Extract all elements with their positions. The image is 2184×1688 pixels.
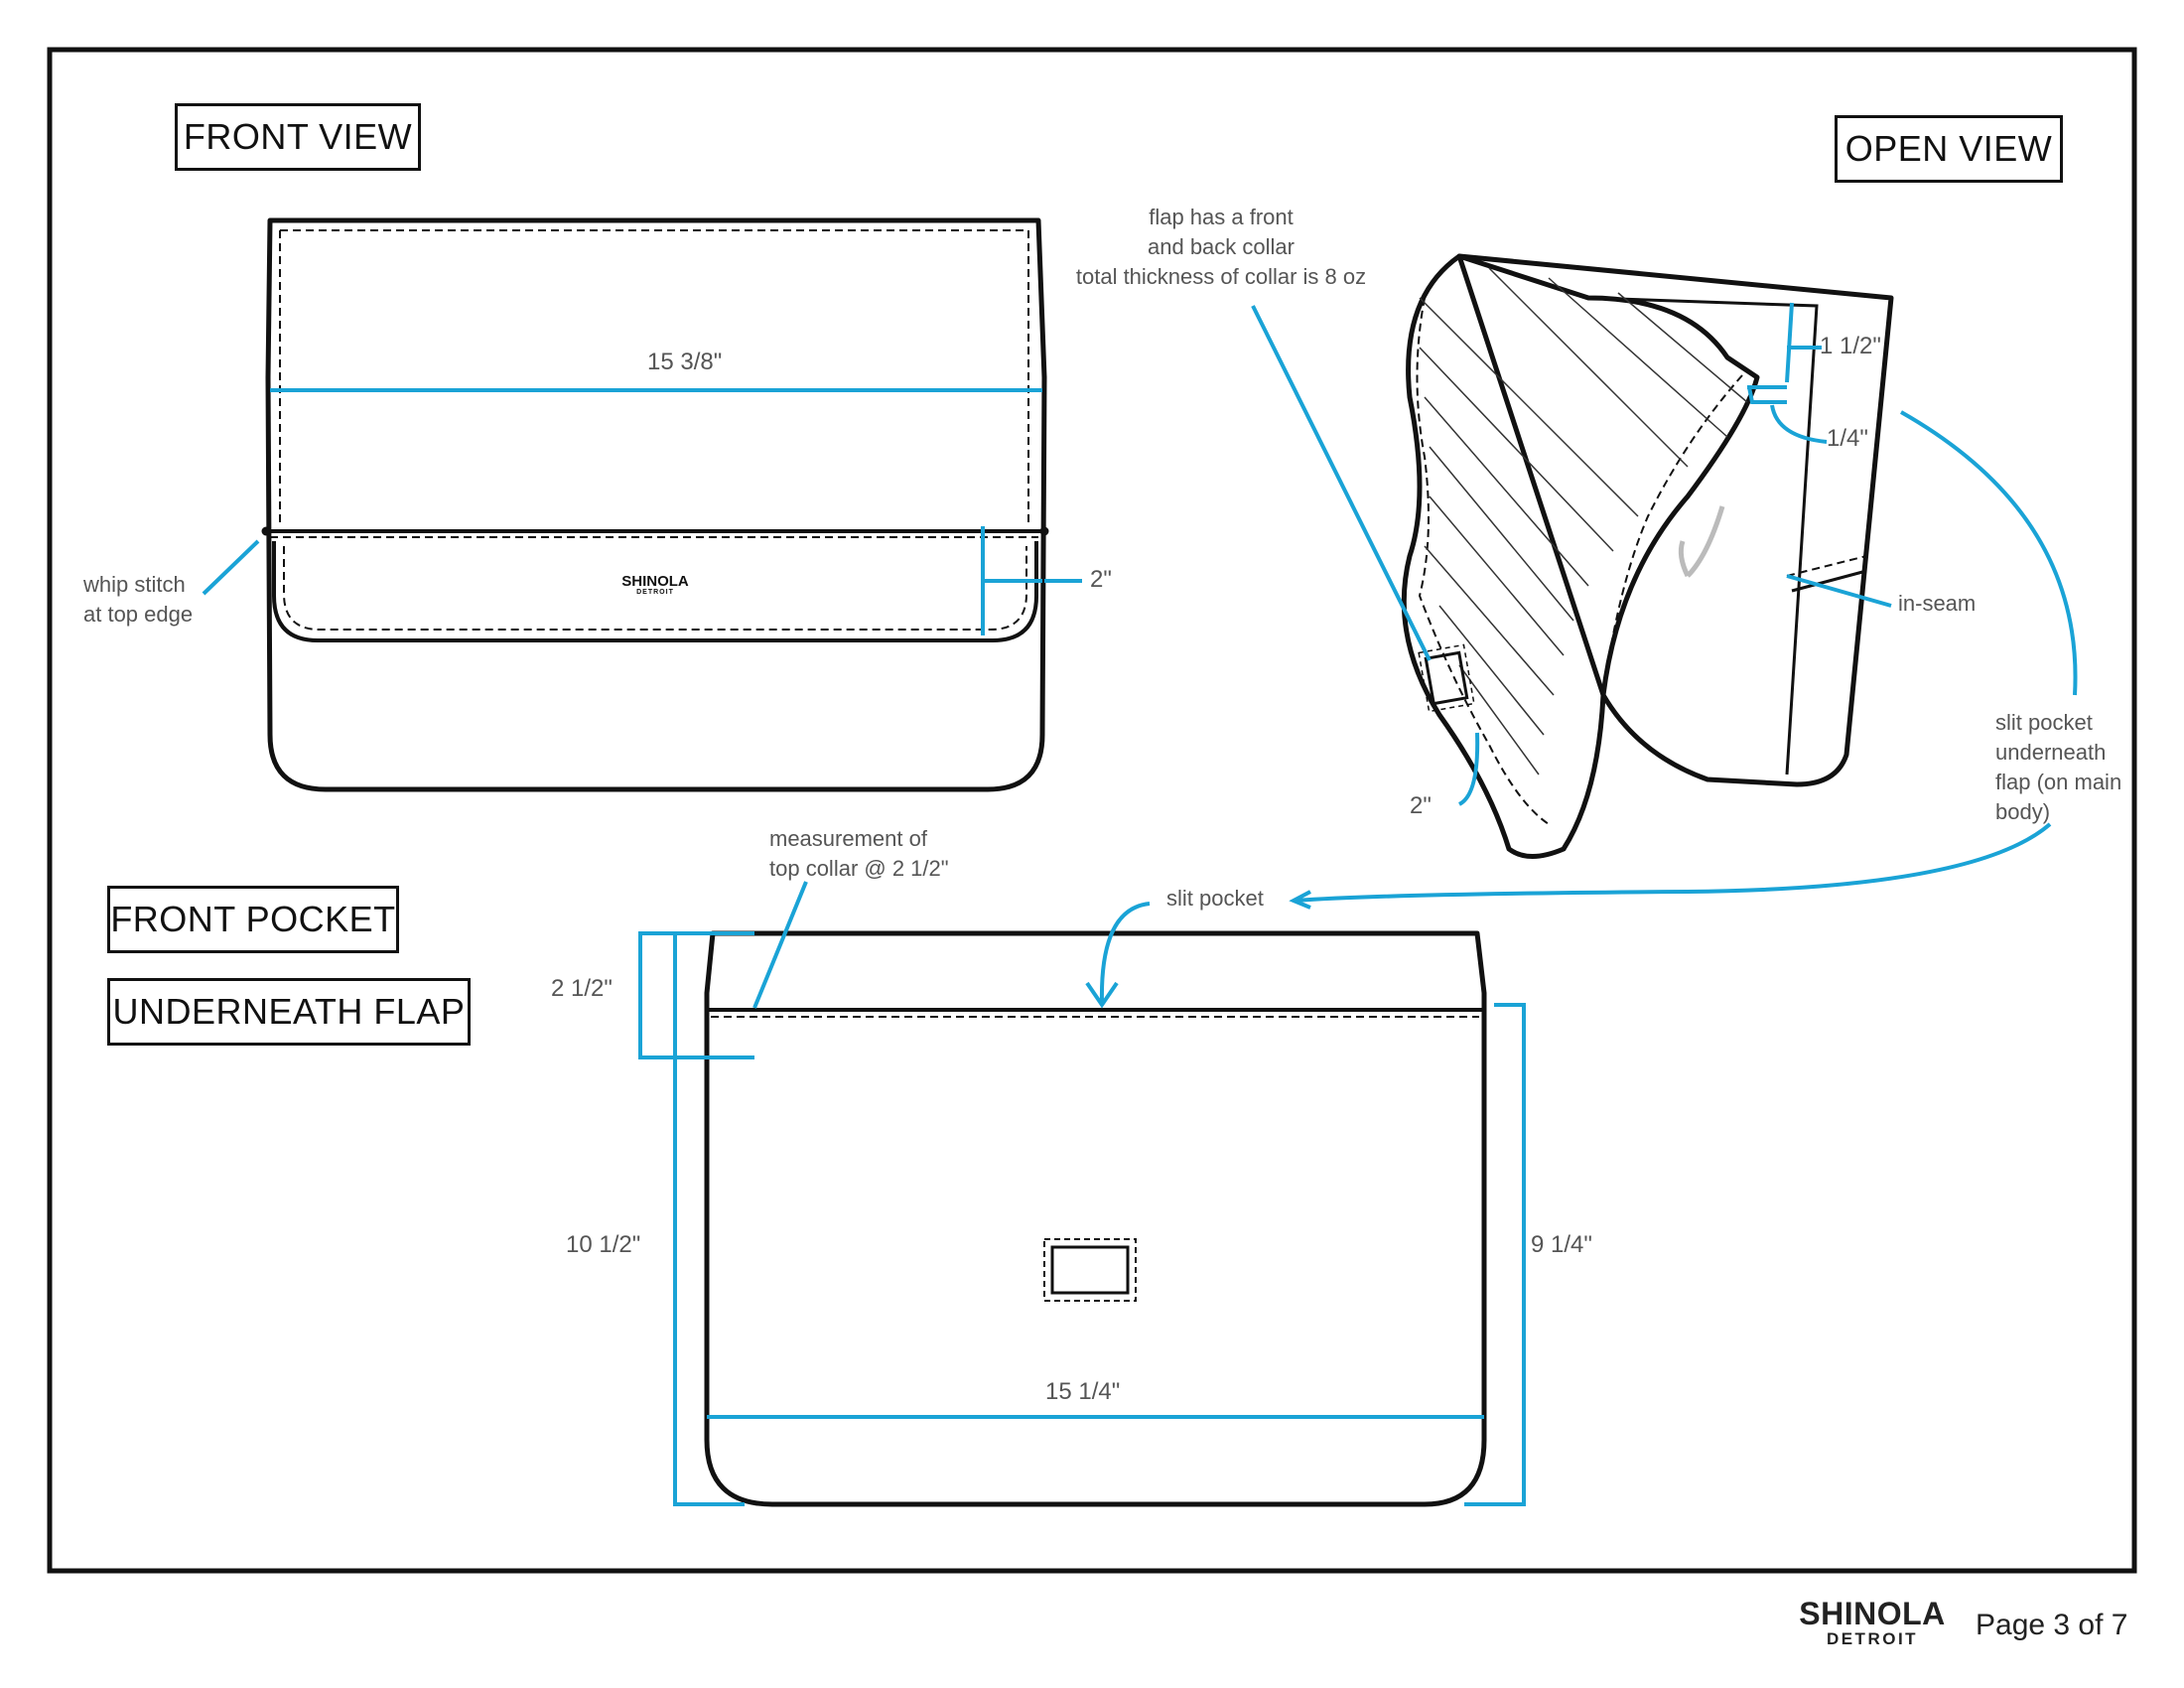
in-seam-note: in-seam — [1898, 591, 1977, 616]
underneath-flap-title: UNDERNEATH FLAP — [107, 978, 471, 1046]
front-pocket-title: FRONT POCKET — [107, 886, 399, 953]
front-bag-stitch — [279, 229, 1029, 526]
collar-thickness-note: flap has a front and back collar total t… — [1075, 205, 1367, 289]
page-number: Page 3 of 7 — [1976, 1609, 2128, 1641]
open-view-dimensions — [1251, 302, 2078, 806]
footer-brand-city: DETROIT — [1826, 1629, 1919, 1648]
footer-brand-name: SHINOLA — [1799, 1596, 1946, 1631]
whip-stitch-note: whip stitch at top edge — [83, 572, 194, 627]
dim-bracket-9-1-4 — [1464, 1003, 1526, 1506]
front-view-title: FRONT VIEW — [175, 103, 421, 171]
top-collar-note: measurement of top collar @ 2 1/2" — [769, 826, 949, 881]
open-bag-body — [1456, 253, 1894, 787]
dim-bracket-10-1-2 — [673, 931, 745, 1506]
front-flap-edge — [272, 541, 1038, 642]
pocket-body — [704, 930, 1487, 1507]
slit-pocket-note: slit pocket — [1166, 886, 1264, 911]
front-pocket-drawing — [704, 930, 1487, 1507]
dim-label-2-1-2: 2 1/2" — [551, 975, 613, 1002]
front-pocket-dimensions — [638, 822, 2052, 1506]
dim-label-2in-open: 2" — [1410, 792, 1432, 819]
open-view-title: OPEN VIEW — [1835, 115, 2063, 183]
dim-label-10-1-2: 10 1/2" — [566, 1231, 641, 1258]
dim-label-15-3-8: 15 3/8" — [647, 349, 723, 375]
slit-pocket-underneath-note: slit pocket underneath flap (on main bod… — [1995, 710, 2122, 824]
front-view-dimensions — [202, 388, 1082, 635]
open-view-bag — [1401, 253, 1894, 859]
leader-collar-note — [1251, 305, 1432, 661]
leader-top-collar — [752, 881, 808, 1009]
pocket-label-patch — [1050, 1245, 1130, 1295]
leader-whip-stitch — [202, 539, 260, 596]
dim-bracket-2-1-2 — [638, 931, 754, 1059]
front-bag-body — [265, 217, 1047, 792]
slit-pocket-arrow — [1085, 902, 1151, 1009]
dim-label-9-1-4: 9 1/4" — [1531, 1231, 1592, 1258]
dim-label-1-4: 1/4" — [1827, 425, 1868, 452]
slit-pocket-leader — [1289, 822, 2052, 910]
dim-label-2in-flap: 2" — [1090, 566, 1112, 593]
dim-bracket-2in — [981, 526, 1042, 635]
bag-logo-front: SHINOLA DETROIT — [621, 573, 689, 596]
footer-brand-logo: SHINOLA DETROIT — [1795, 1597, 1950, 1648]
front-view-bag — [261, 217, 1049, 792]
dim-label-1-1-2: 1 1/2" — [1820, 333, 1881, 359]
page-frame — [47, 47, 2137, 1574]
dim-label-15-1-4: 15 1/4" — [1045, 1378, 1121, 1405]
open-bag-flap — [1401, 253, 1760, 859]
